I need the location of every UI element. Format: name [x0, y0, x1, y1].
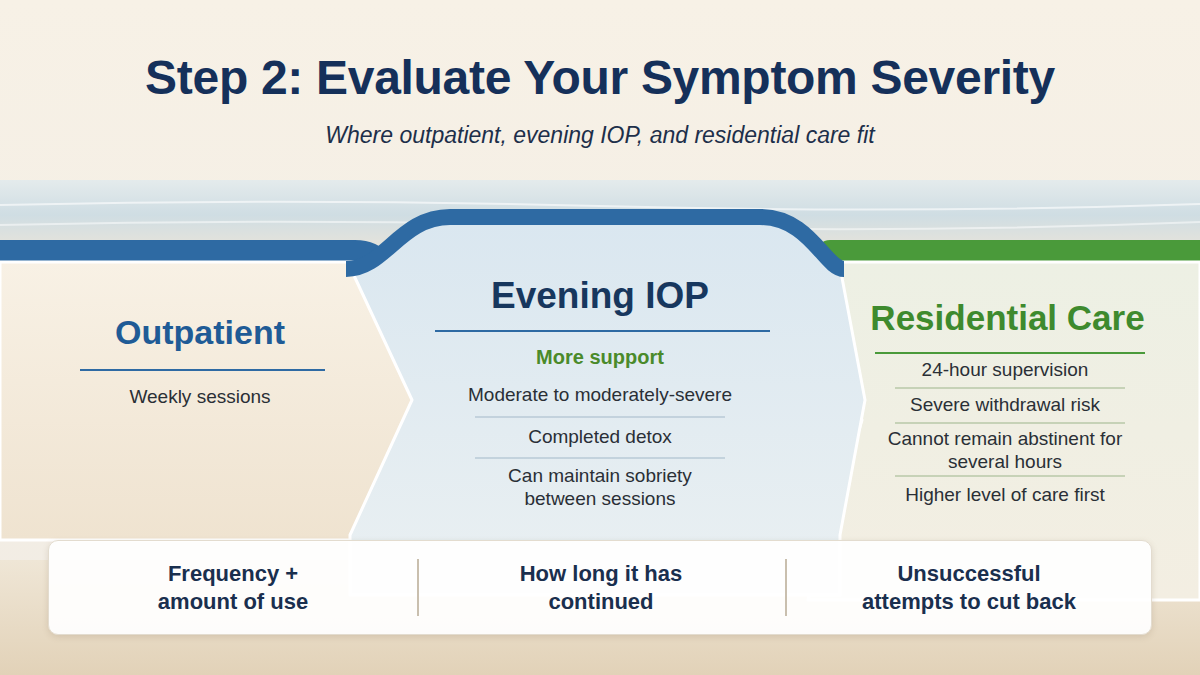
panel-item: Severe withdrawal risk [840, 393, 1170, 416]
diagram-title: Step 2: Evaluate Your Symptom Severity [0, 50, 1200, 105]
divider-line [895, 422, 1125, 424]
panel-subheading: More support [420, 345, 780, 369]
divider-line [895, 475, 1125, 477]
panel-body [350, 221, 865, 595]
panel-item: Higher level of care first [840, 483, 1170, 506]
panel-item: Can maintain sobriety between sessions [470, 464, 730, 510]
panel-item: 24-hour supervision [840, 358, 1170, 381]
panel-heading: Residential Care [815, 297, 1200, 340]
panel-body [0, 262, 420, 540]
divider-line [475, 416, 725, 418]
panel-item: Weekly sessions [20, 385, 380, 408]
divider-line [875, 352, 1145, 354]
column-separator [417, 559, 419, 616]
criteria-bar: Frequency + amount of use How long it has… [48, 540, 1152, 635]
panel-band [346, 217, 844, 269]
column-separator [785, 559, 787, 616]
panel-item: Completed detox [420, 425, 780, 448]
panel-heading: Outpatient [20, 312, 380, 353]
divider-line [435, 330, 770, 332]
divider-line [895, 387, 1125, 389]
subtitle-label: Where outpatient, evening IOP, and resid… [0, 122, 1200, 149]
criteria-item: Frequency + amount of use [133, 560, 333, 615]
criteria-item: How long it has continued [501, 560, 701, 615]
panel-heading: Evening IOP [420, 273, 780, 318]
panel-item: Cannot remain abstinent for several hour… [875, 427, 1135, 473]
criteria-item: Unsuccessful attempts to cut back [853, 560, 1085, 615]
panel-item: Moderate to moderately-severe [410, 383, 790, 406]
divider-line [80, 369, 325, 371]
level-panel: Evening IOP More supportModerate to moder… [340, 205, 870, 595]
divider-line [475, 457, 725, 459]
